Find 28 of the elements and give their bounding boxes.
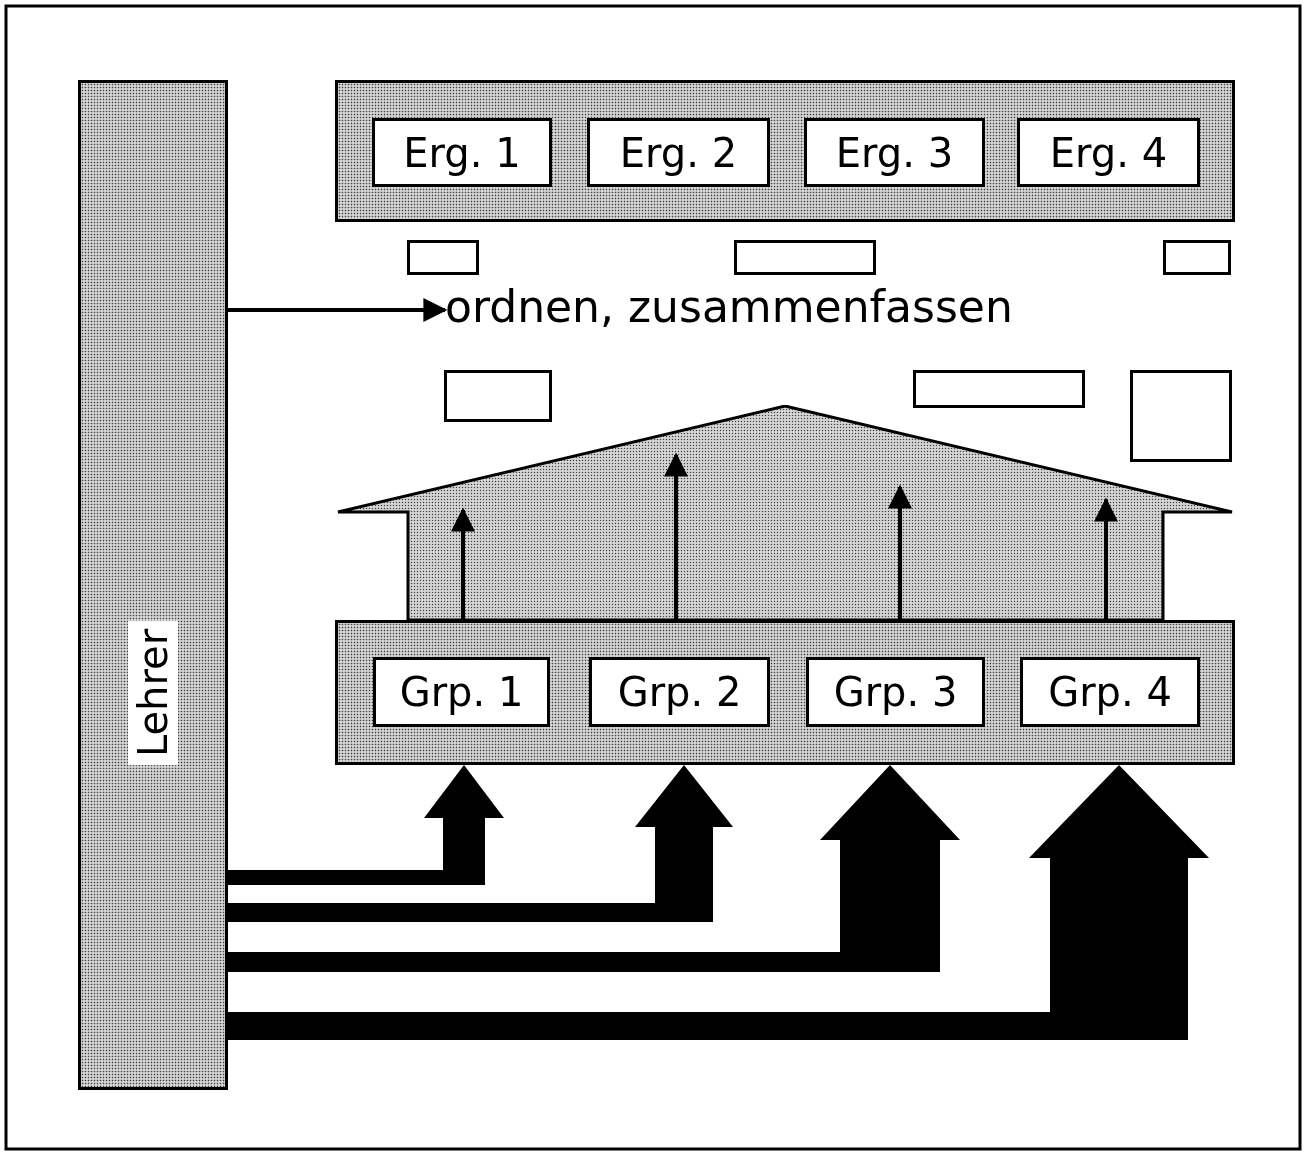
label-box: Erg. 4 [1017, 118, 1200, 187]
arrow [888, 484, 912, 620]
label-box: Erg. 1 [372, 118, 552, 187]
label-box: Grp. 3 [806, 657, 985, 727]
teacher-bar [78, 80, 228, 1090]
empty-box [407, 240, 479, 275]
empty-box [444, 370, 552, 422]
empty-box [913, 370, 1085, 408]
label-box: Grp. 4 [1020, 657, 1200, 727]
label-box: Grp. 2 [589, 657, 770, 727]
empty-box [734, 240, 876, 275]
group-band [335, 80, 1235, 222]
process-label: ordnen, zusammenfassen [445, 282, 1105, 332]
empty-box [1130, 370, 1232, 462]
arrow [664, 452, 688, 620]
arrow [1094, 497, 1118, 620]
thick-arrow [228, 765, 733, 922]
label-box: Grp. 1 [373, 657, 550, 727]
thick-arrow [228, 765, 504, 885]
empty-box [1163, 240, 1231, 275]
label-box: Erg. 2 [587, 118, 770, 187]
label-box: Erg. 3 [804, 118, 985, 187]
thick-arrow [228, 765, 1209, 1040]
group-band [335, 620, 1235, 765]
teacher-label: Lehrer [128, 620, 178, 766]
arrow [451, 507, 475, 620]
arrow [228, 298, 448, 322]
thick-arrow [228, 765, 960, 972]
